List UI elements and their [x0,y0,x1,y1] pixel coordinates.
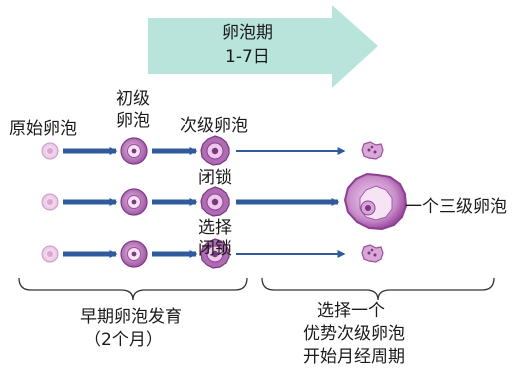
early-period-duration: （2个月） [84,330,163,350]
atretic-follicle-row3 [361,244,384,263]
late-period-line1: 选择一个 [317,301,385,321]
tertiary-follicle [343,172,408,231]
stage-label-primary-line2: 卵泡 [116,111,150,131]
tertiary-follicle-label: 一个三级卵泡 [405,197,507,217]
early-period-bracket [18,277,248,301]
late-period-line3: 开始月经周期 [303,347,405,367]
atresia-label-bottom: 闭锁 [198,239,232,259]
late-period-line2: 优势次级卵泡 [303,324,405,344]
phase-days: 1-7日 [225,47,270,67]
secondary-follicle-row2 [200,186,230,217]
stage-label-primary-line1: 初级 [116,89,150,109]
phase-title: 卵泡期 [222,23,273,43]
primordial-follicle-row2 [41,193,59,211]
secondary-follicle-row1 [200,135,230,166]
primordial-follicle-row1 [41,142,59,160]
primary-follicle-row1 [120,137,148,165]
late-period-bracket [261,277,495,301]
phase-arrow [148,5,378,88]
early-period-title: 早期卵泡发育 [80,307,182,327]
primary-follicle-row2 [120,188,148,216]
atresia-label-top: 闭锁 [198,168,232,188]
primary-follicle-row3 [120,240,148,268]
stage-label-primordial: 原始卵泡 [9,119,77,139]
selection-label: 选择 [198,218,232,238]
secondary-follicle-row3 [200,238,230,269]
stage-label-secondary: 次级卵泡 [180,116,248,136]
primordial-follicle-row3 [41,245,59,263]
atretic-follicle-row1 [361,141,384,160]
